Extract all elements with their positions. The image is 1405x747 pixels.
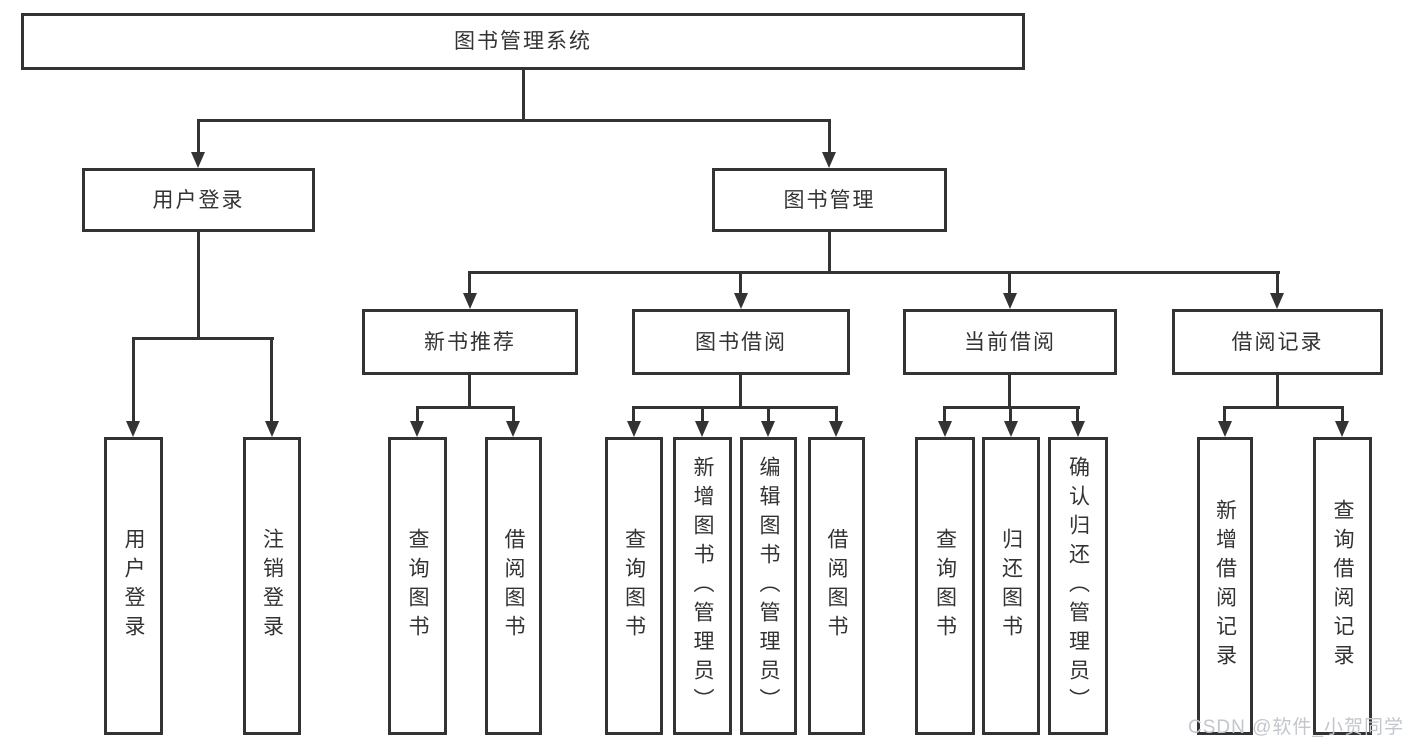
leaf-add-book-admin: 新增图书（管理员） <box>673 437 732 735</box>
connector-root-bus <box>197 119 831 122</box>
connector-stem-leaf-user-login <box>132 337 135 421</box>
connector-stem-borrow-record <box>1276 271 1279 293</box>
arrowhead-book-management-icon <box>822 152 836 168</box>
connector-stem-borrow-book-1 <box>512 406 515 421</box>
node-book-management: 图书管理 <box>712 168 947 232</box>
leaf-query-book-3: 查询图书 <box>915 437 975 735</box>
connector-stem-book-management <box>828 119 831 153</box>
arrowhead-borrow-record-icon <box>1270 293 1284 309</box>
connector-root-trunk <box>522 70 525 119</box>
leaf-user-login: 用户登录 <box>104 437 163 735</box>
connector-stem-add-borrow-record <box>1223 406 1226 421</box>
connector-stem-query-book-2 <box>632 406 635 421</box>
connector-user-login-trunk <box>197 232 200 337</box>
arrowhead-current-borrow-icon <box>1003 293 1017 309</box>
connector-borrow-record-trunk <box>1276 375 1279 406</box>
connector-book-borrow-bus <box>632 406 838 409</box>
arrowhead-book-borrow-icon <box>734 293 748 309</box>
node-current-borrow: 当前借阅 <box>903 309 1117 375</box>
arrowhead-new-book-recommend-icon <box>463 293 477 309</box>
arrowhead-add-borrow-record-icon <box>1218 421 1232 437</box>
connector-stem-confirm-return <box>1076 406 1079 421</box>
arrowhead-query-book-1-icon <box>410 421 424 437</box>
arrowhead-leaf-logout-icon <box>265 421 279 437</box>
leaf-confirm-return-admin: 确认归还（管理员） <box>1048 437 1108 735</box>
arrowhead-return-book-icon <box>1004 421 1018 437</box>
connector-stem-query-borrow-record <box>1341 406 1344 421</box>
connector-stem-query-book-3 <box>943 406 946 421</box>
leaf-query-book-2: 查询图书 <box>605 437 663 735</box>
connector-book-management-bus <box>468 271 1280 274</box>
arrowhead-edit-book-icon <box>761 421 775 437</box>
watermark-text: CSDN @软件_小贺同学 <box>1188 717 1404 738</box>
connector-stem-edit-book <box>767 406 770 421</box>
arrowhead-borrow-book-1-icon <box>506 421 520 437</box>
node-borrow-record: 借阅记录 <box>1172 309 1383 375</box>
node-user-login: 用户登录 <box>82 168 315 232</box>
connector-stem-leaf-logout <box>270 337 273 421</box>
connector-user-login-bus <box>132 337 274 340</box>
connector-stem-new-book-recommend <box>468 271 471 293</box>
connector-book-borrow-trunk <box>739 375 742 406</box>
arrowhead-leaf-user-login-icon <box>126 421 140 437</box>
leaf-edit-book-admin: 编辑图书（管理员） <box>740 437 797 735</box>
arrowhead-query-book-2-icon <box>627 421 641 437</box>
arrowhead-query-book-3-icon <box>938 421 952 437</box>
connector-stem-current-borrow <box>1008 271 1011 293</box>
leaf-borrow-book-2: 借阅图书 <box>808 437 865 735</box>
leaf-borrow-book-1: 借阅图书 <box>485 437 542 735</box>
leaf-logout: 注销登录 <box>243 437 301 735</box>
leaf-add-borrow-record: 新增借阅记录 <box>1197 437 1253 735</box>
arrowhead-confirm-return-icon <box>1071 421 1085 437</box>
connector-current-borrow-trunk <box>1008 375 1011 406</box>
node-new-book-recommend: 新书推荐 <box>362 309 578 375</box>
connector-borrow-record-bus <box>1223 406 1344 409</box>
connector-stem-query-book-1 <box>416 406 419 421</box>
connector-new-book-recommend-bus <box>416 406 515 409</box>
connector-stem-return-book <box>1009 406 1012 421</box>
connector-stem-add-book <box>701 406 704 421</box>
connector-stem-book-borrow <box>739 271 742 293</box>
arrowhead-query-borrow-record-icon <box>1335 421 1349 437</box>
leaf-return-book: 归还图书 <box>982 437 1040 735</box>
arrowhead-borrow-book-2-icon <box>829 421 843 437</box>
node-book-borrow: 图书借阅 <box>632 309 850 375</box>
connector-stem-borrow-book-2 <box>835 406 838 421</box>
arrowhead-user-login-icon <box>191 152 205 168</box>
connector-new-book-recommend-trunk <box>468 375 471 406</box>
node-root: 图书管理系统 <box>21 13 1025 70</box>
leaf-query-borrow-record: 查询借阅记录 <box>1313 437 1372 735</box>
connector-stem-user-login <box>197 119 200 153</box>
leaf-query-book-1: 查询图书 <box>388 437 447 735</box>
arrowhead-add-book-icon <box>695 421 709 437</box>
connector-book-management-trunk <box>828 232 831 271</box>
